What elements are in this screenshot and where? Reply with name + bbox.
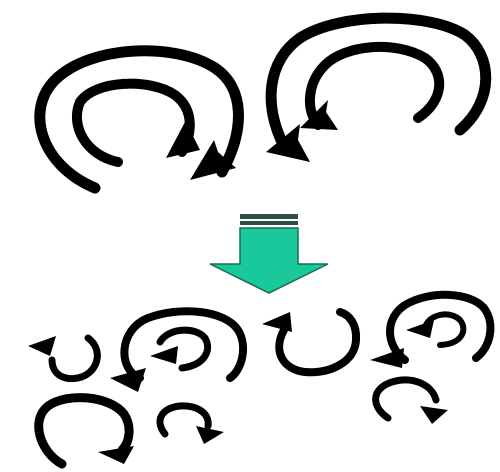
small-eddy-2 xyxy=(110,311,243,392)
circular-arrow-icon xyxy=(310,47,439,125)
small-eddy-1 xyxy=(28,336,97,379)
small-eddy-3 xyxy=(262,312,356,372)
small-eddies xyxy=(28,295,490,464)
arrowhead xyxy=(166,120,200,158)
large-eddy-right xyxy=(266,18,486,162)
large-eddy-left xyxy=(40,51,239,188)
down-arrow-icon xyxy=(210,214,328,293)
circular-arrow-icon xyxy=(271,18,486,148)
small-eddy-4 xyxy=(370,295,490,368)
small-eddy-7 xyxy=(160,406,224,444)
small-eddy-5 xyxy=(376,380,448,424)
small-eddy-6 xyxy=(39,398,134,464)
